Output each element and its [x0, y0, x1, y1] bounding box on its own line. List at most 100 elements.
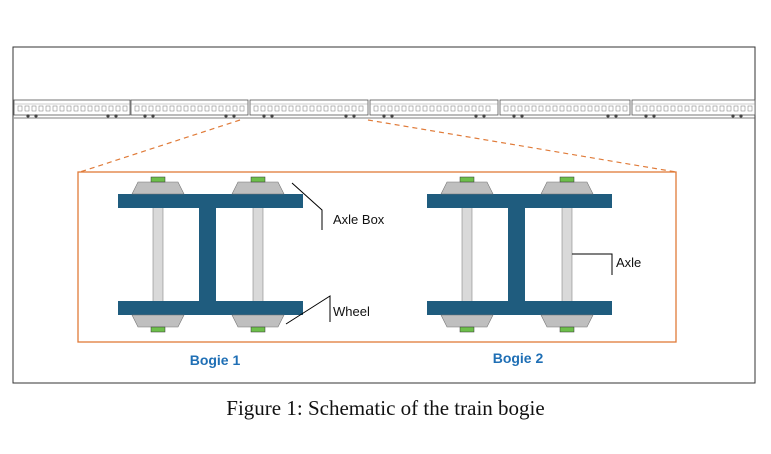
car-wheel [739, 114, 743, 118]
car-window [239, 105, 245, 112]
car-window [218, 105, 224, 112]
zoom-line-left [79, 119, 241, 173]
car-window [677, 105, 683, 112]
car-window [733, 105, 739, 112]
car-window [747, 105, 753, 112]
car-window [80, 105, 86, 112]
car-window [31, 105, 37, 112]
car-window [719, 105, 725, 112]
callout-axle-box: Axle Box [291, 182, 385, 230]
callout-axle: Axle [572, 253, 641, 275]
car-window [471, 105, 477, 112]
car-wheel [270, 114, 274, 118]
car-window [552, 105, 558, 112]
zoom-box [77, 171, 677, 343]
train-car-5 [499, 99, 631, 118]
train-car-1 [13, 99, 131, 118]
car-window [726, 105, 732, 112]
car-wheel [143, 114, 147, 118]
axle-box-cap [559, 176, 575, 183]
axle-box-cap [459, 176, 475, 183]
axle-box-2 [231, 181, 285, 195]
car-window [73, 105, 79, 112]
car-window [302, 105, 308, 112]
car-window [712, 105, 718, 112]
car-window [622, 105, 628, 112]
bogie-2 [427, 176, 612, 333]
car-window [401, 105, 407, 112]
axle-box-1 [131, 181, 185, 195]
bogie-1-label: Bogie 1 [190, 352, 241, 368]
car-window [101, 105, 107, 112]
car-window [457, 105, 463, 112]
train-car-6 [631, 99, 756, 118]
axle-2 [252, 189, 264, 321]
car-window [358, 105, 364, 112]
car-window [24, 105, 30, 112]
frame-bottom-bar [118, 301, 303, 315]
car-window [45, 105, 51, 112]
wheel-hub [459, 326, 475, 333]
car-window [566, 105, 572, 112]
car-window [134, 105, 140, 112]
axle-box-1 [440, 181, 494, 195]
car-window [337, 105, 343, 112]
car-window [538, 105, 544, 112]
car-window [478, 105, 484, 112]
car-window [684, 105, 690, 112]
car-wheel [224, 114, 228, 118]
car-window [450, 105, 456, 112]
car-window [670, 105, 676, 112]
frame-center-beam [199, 208, 216, 301]
car-window [281, 105, 287, 112]
car-window [698, 105, 704, 112]
car-window [260, 105, 266, 112]
car-window [183, 105, 189, 112]
car-window [204, 105, 210, 112]
car-window [580, 105, 586, 112]
car-body [499, 99, 631, 116]
car-window [559, 105, 565, 112]
frame-top-bar [427, 194, 612, 208]
car-window [373, 105, 379, 112]
zoom-lines [79, 119, 677, 173]
car-window [415, 105, 421, 112]
frame-center-beam [508, 208, 525, 301]
car-wheel [114, 114, 118, 118]
car-window [52, 105, 58, 112]
car-window [642, 105, 648, 112]
wheel-hub [150, 326, 166, 333]
axle-1 [461, 189, 473, 321]
car-window [545, 105, 551, 112]
car-window [436, 105, 442, 112]
car-window [485, 105, 491, 112]
axle-1 [152, 189, 164, 321]
wheel-hub [559, 326, 575, 333]
car-body [130, 99, 249, 116]
car-wheel [106, 114, 110, 118]
bogie-1 [118, 176, 303, 333]
car-wheel [232, 114, 236, 118]
car-window [330, 105, 336, 112]
car-body [631, 99, 756, 116]
wheel-hub [250, 326, 266, 333]
car-wheel [26, 114, 30, 118]
car-wheel [474, 114, 478, 118]
car-window [267, 105, 273, 112]
wheel-label: Wheel [333, 304, 370, 319]
car-wheel [520, 114, 524, 118]
axle-2 [561, 189, 573, 321]
car-window [510, 105, 516, 112]
car-window [211, 105, 217, 112]
figure-border [12, 46, 756, 384]
car-window [573, 105, 579, 112]
car-window [422, 105, 428, 112]
wheel-1 [440, 314, 494, 328]
car-window [691, 105, 697, 112]
car-window [705, 105, 711, 112]
car-window [380, 105, 386, 112]
car-wheel [151, 114, 155, 118]
callout-wheel: Wheel [285, 295, 370, 325]
bogie-2-label: Bogie 2 [493, 350, 544, 366]
train-car-4 [369, 99, 499, 118]
